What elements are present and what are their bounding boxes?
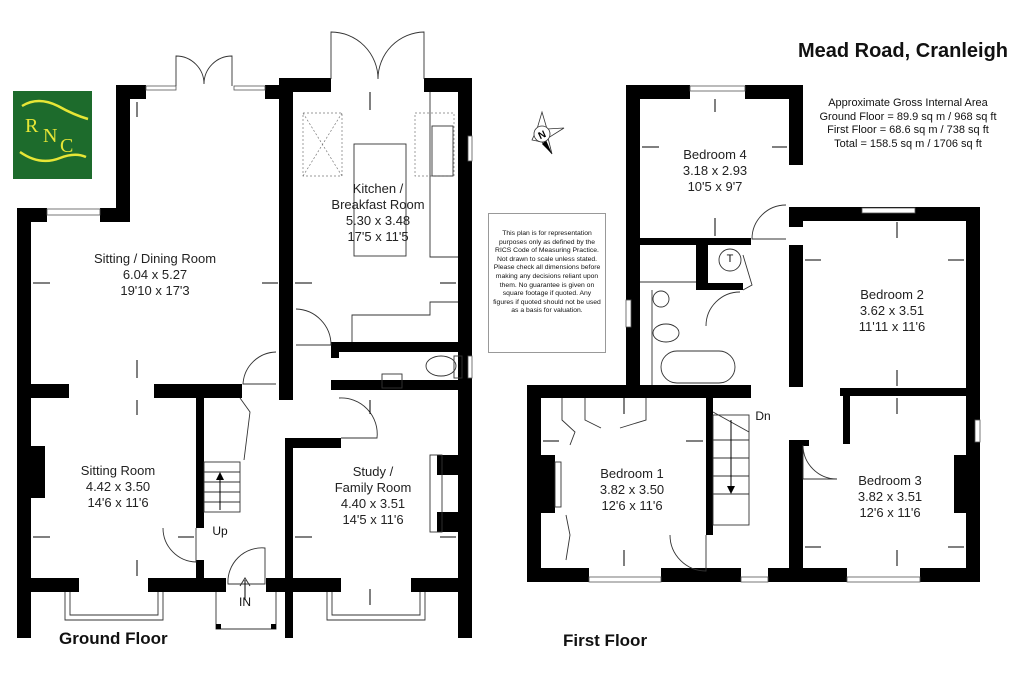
stairs-down-label: Dn [755,409,771,423]
svg-text:N: N [537,129,548,142]
room-label-bedroom-1: Bedroom 1 3.82 x 3.50 12'6 x 11'6 [600,466,664,514]
room-metric: 5.30 x 3.48 [345,213,411,228]
room-name: Bedroom 3 [858,473,922,488]
logo-letter-r: R [25,115,39,137]
room-name: Bedroom 4 [683,147,747,162]
ground-floor-walls [17,78,472,638]
room-imperial: 12'6 x 11'6 [601,498,663,513]
room-label-study: Study / Family Room 4.40 x 3.51 14'5 x 1… [335,464,412,528]
ground-floor-stairs [203,461,241,513]
room-metric: 3.82 x 3.51 [857,489,923,504]
first-floor-windows [588,85,981,583]
gross-internal-area: Approximate Gross Internal Area Ground F… [803,97,1013,151]
room-name: Bedroom 1 [600,466,664,481]
disclaimer-box: This plan is for representation purposes… [488,213,606,353]
property-title: Mead Road, Cranleigh [797,40,1008,62]
room-name: Bedroom 2 [860,287,924,302]
room-metric: 3.18 x 2.93 [682,163,748,178]
room-imperial: 17'5 x 11'5 [347,229,409,244]
ground-floor-doors [162,308,378,585]
room-label-sitting-dining: Sitting / Dining Room 6.04 x 5.27 19'10 … [94,251,216,299]
logo-letter-c: C [60,135,74,157]
area-first-floor: First Floor = 68.6 sq m / 738 sq ft [827,124,989,136]
room-name: Sitting Room [80,463,156,478]
room-metric: 3.82 x 3.50 [599,482,665,497]
room-metric: 4.42 x 3.50 [85,479,151,494]
north-compass-icon: N [531,110,565,155]
first-floor-title: First Floor [563,631,648,650]
first-dimension-arrows [543,99,964,566]
area-total: Total = 158.5 sq m / 1706 sq ft [834,137,982,150]
cupboard-t-label: T [726,253,734,265]
area-ground-floor: Ground Floor = 89.9 sq m / 968 sq ft [819,110,997,123]
room-name-line2: Breakfast Room [331,197,425,212]
stairs-up-label: Up [212,524,228,538]
room-name-line2: Family Room [334,480,412,495]
kitchen-fittings [302,92,463,533]
room-label-kitchen: Kitchen / Breakfast Room 5.30 x 3.48 17'… [331,181,424,245]
room-label-sitting-room: Sitting Room 4.42 x 3.50 14'6 x 11'6 [81,463,155,511]
french-doors [175,31,425,86]
first-floor-fittings [554,204,838,572]
ground-floor-windows [46,85,473,630]
ground-dimension-arrows [33,92,456,605]
logo-letter-n: N [43,125,58,147]
room-imperial: 14'6 x 11'6 [87,495,149,510]
room-name-line1: Study / [352,464,394,479]
ground-floor-title: Ground Floor [59,629,168,648]
room-name-line1: Kitchen / [352,181,404,196]
room-metric: 3.62 x 3.51 [859,303,925,318]
entrance-label: IN [239,595,251,609]
room-imperial: 12'6 x 11'6 [859,505,921,520]
room-metric: 6.04 x 5.27 [122,267,188,282]
room-label-bedroom-4: Bedroom 4 3.18 x 2.93 10'5 x 9'7 [683,147,747,195]
first-floor-walls [527,85,980,582]
room-label-bedroom-3: Bedroom 3 3.82 x 3.51 12'6 x 11'6 [858,473,922,521]
room-imperial: 10'5 x 9'7 [687,179,743,194]
room-imperial: 19'10 x 17'3 [120,283,190,298]
room-name: Sitting / Dining Room [93,251,217,266]
area-heading: Approximate Gross Internal Area [828,97,988,109]
room-metric: 4.40 x 3.51 [340,496,406,511]
room-label-bedroom-2: Bedroom 2 3.62 x 3.51 11'11 x 11'6 [859,287,925,335]
room-imperial: 11'11 x 11'6 [858,319,926,334]
room-imperial: 14'5 x 11'6 [342,512,404,527]
rnc-logo: R N C [13,91,92,179]
